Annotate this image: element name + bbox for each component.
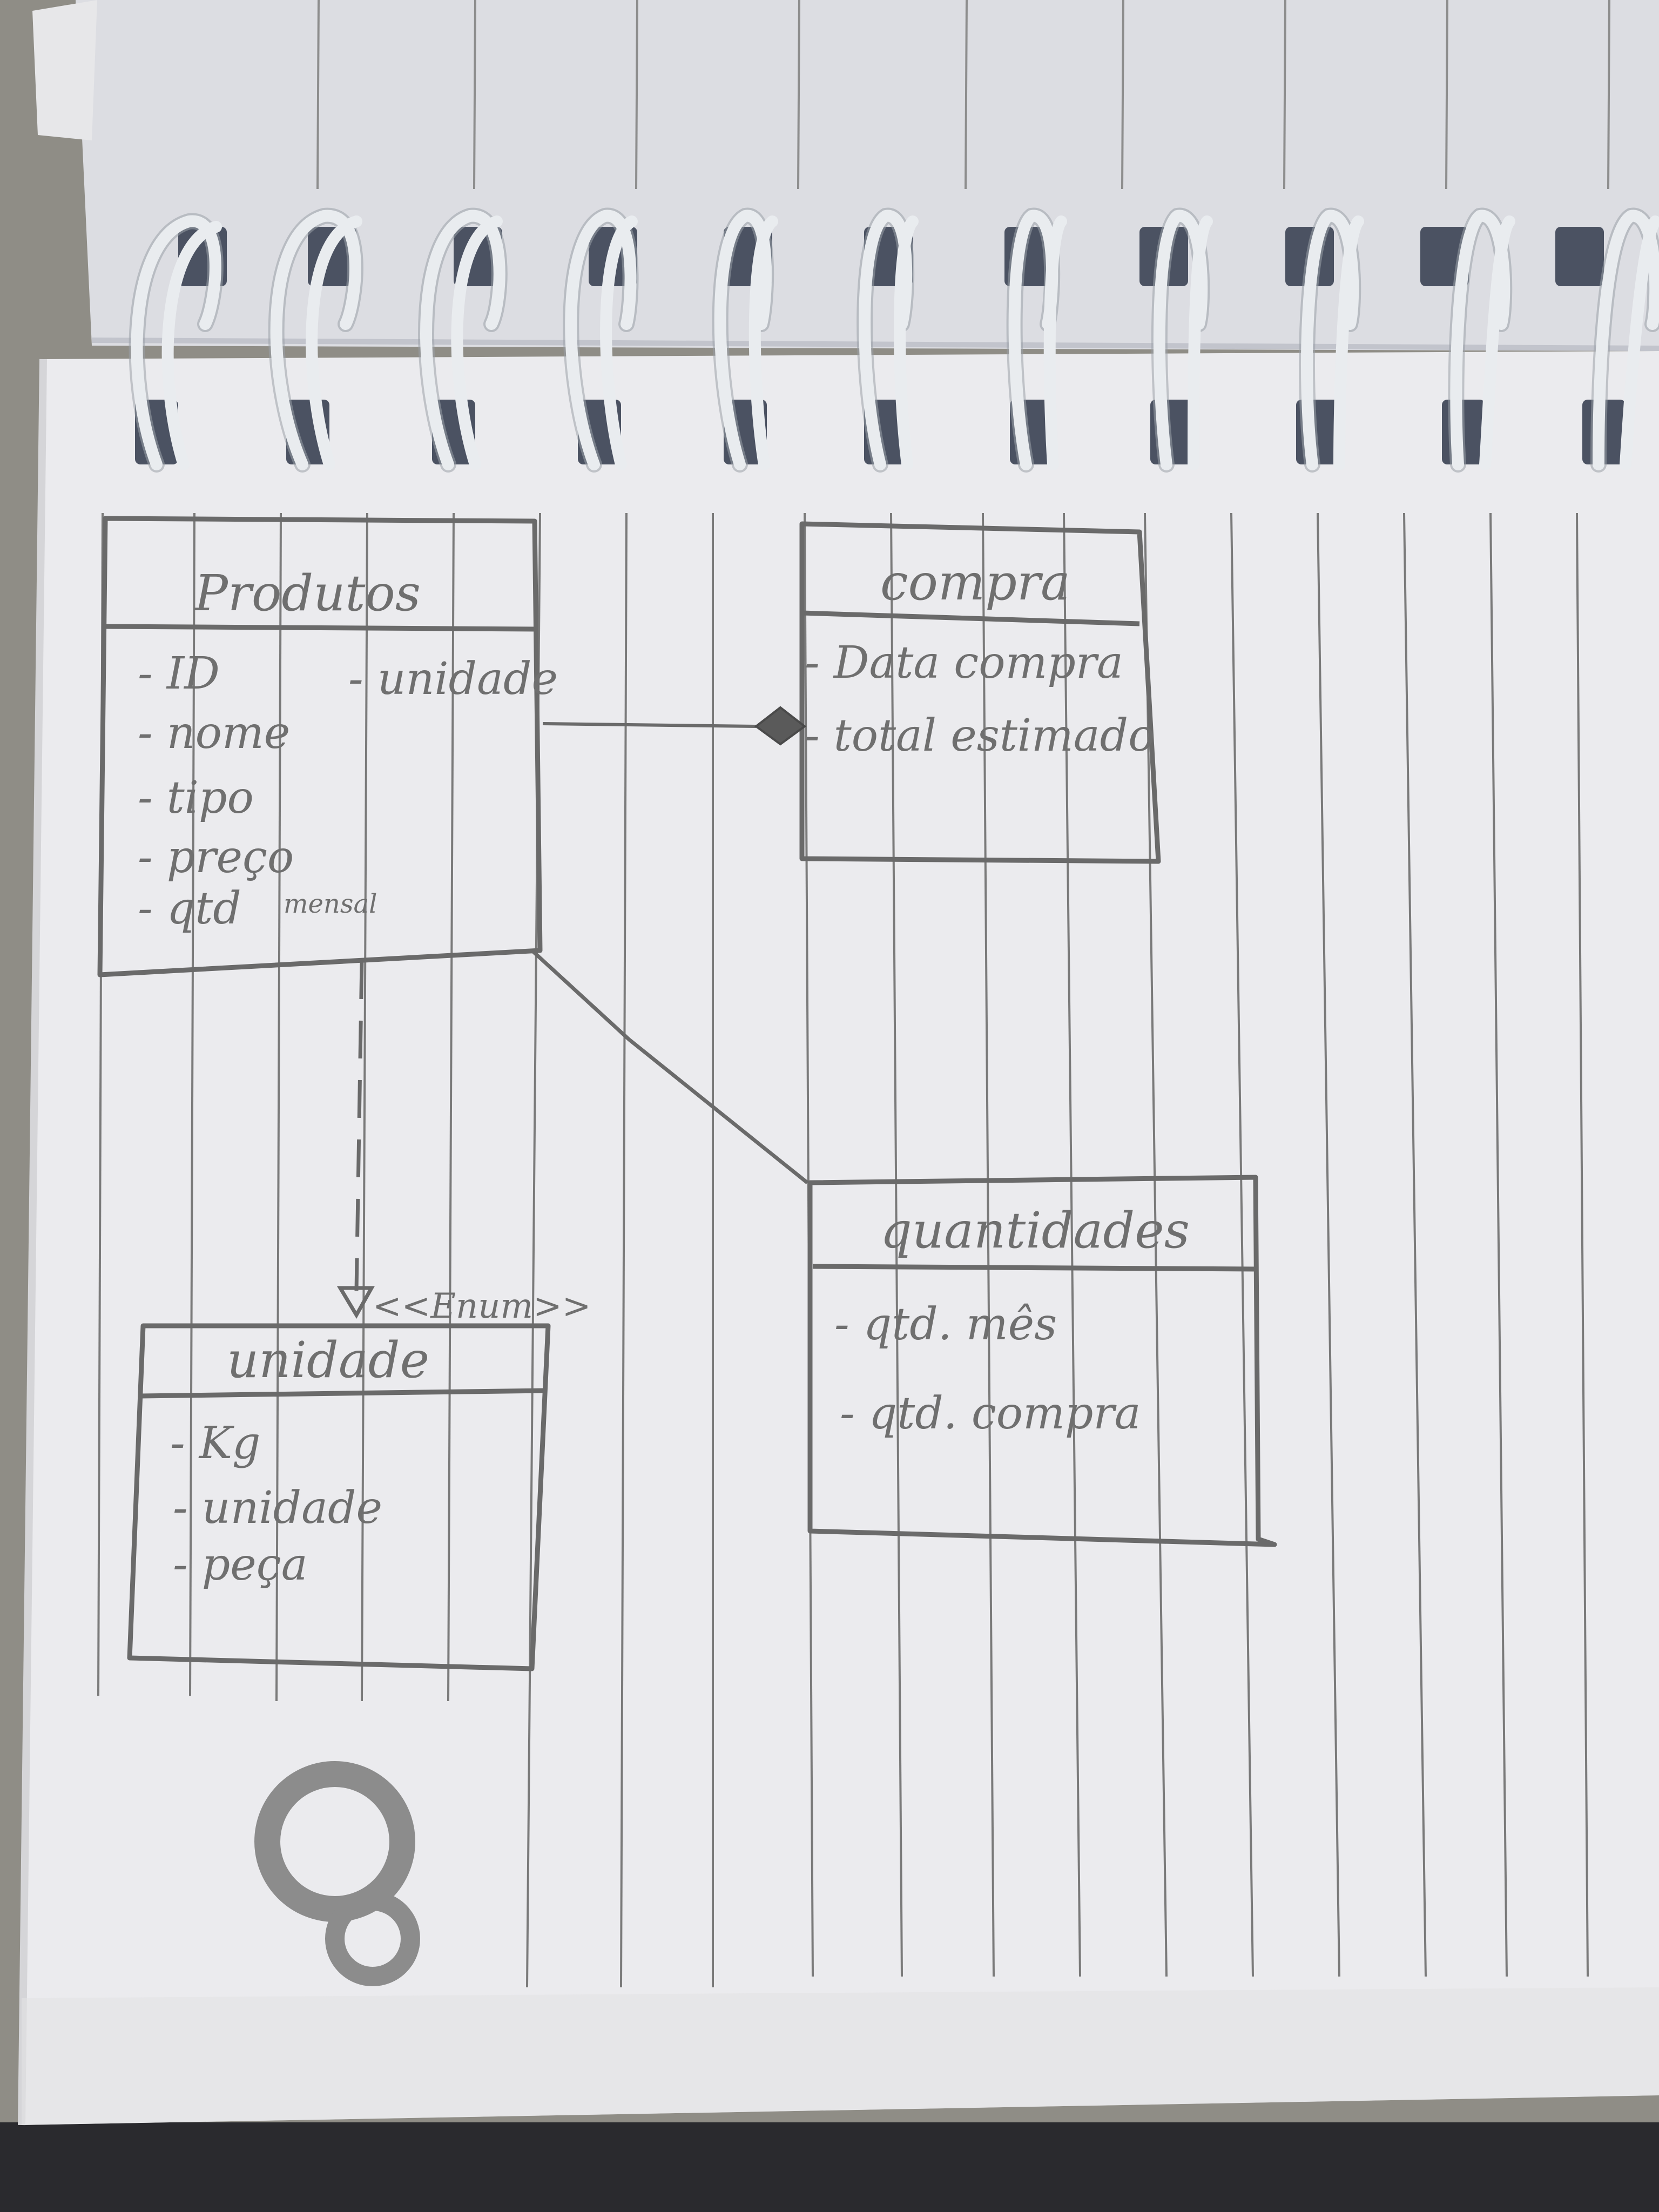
enum-value-kg: - Kg	[170, 1418, 261, 1469]
attribute-qtd-compra: - qtd. compra	[840, 1388, 1141, 1439]
attribute-id: - ID	[138, 648, 220, 699]
attribute-qtd-mes: - qtd. mês	[834, 1299, 1057, 1350]
class-produtos-title: Produtos	[193, 564, 421, 622]
attribute-tipo: - tipo	[138, 772, 254, 824]
notebook-logo-icon	[254, 1761, 420, 1986]
class-compra-title: compra	[880, 554, 1070, 611]
class-quantidades-title: quantidades	[880, 1202, 1190, 1259]
class-quantidades: quantidades - qtd. mês - qtd. compra	[807, 1175, 1277, 1547]
class-produtos-attributes: - ID - nome - tipo - preço - qtd mensal …	[138, 648, 558, 934]
composition-connector	[542, 706, 807, 746]
attribute-qtd: - qtd	[138, 883, 241, 934]
attribute-preco: - preço	[138, 832, 294, 883]
notebook-page	[22, 351, 1659, 2125]
association-connector	[530, 949, 809, 1184]
dependency-connector	[336, 961, 375, 1319]
class-produtos: Produtos - ID - nome - tipo - preço - qt…	[97, 516, 558, 977]
enum-stereotype: <<Enum>>	[373, 1286, 591, 1326]
dependency-arrow-icon	[336, 1286, 375, 1319]
attribute-qtd-note: mensal	[284, 889, 377, 919]
attribute-data-compra: - Data compra	[805, 637, 1123, 689]
attribute-nome: - nome	[138, 707, 290, 759]
enum-unidade-title: unidade	[227, 1331, 429, 1389]
composition-diamond-icon	[754, 706, 807, 746]
attribute-total-estimado: - total estimado	[805, 710, 1155, 761]
dark-edge	[0, 2122, 1659, 2212]
attribute-unidade: - unidade	[348, 653, 558, 705]
page-shadow	[22, 1987, 1659, 2125]
spiral-binding-icon	[129, 207, 1659, 473]
enum-value-peca: - peça	[173, 1539, 308, 1590]
class-compra: compra - Data compra - total estimado	[799, 521, 1161, 864]
enum-unidade: <<Enum>> unidade - Kg - unidade - peça	[127, 1286, 591, 1671]
enum-value-unidade: - unidade	[173, 1482, 382, 1534]
